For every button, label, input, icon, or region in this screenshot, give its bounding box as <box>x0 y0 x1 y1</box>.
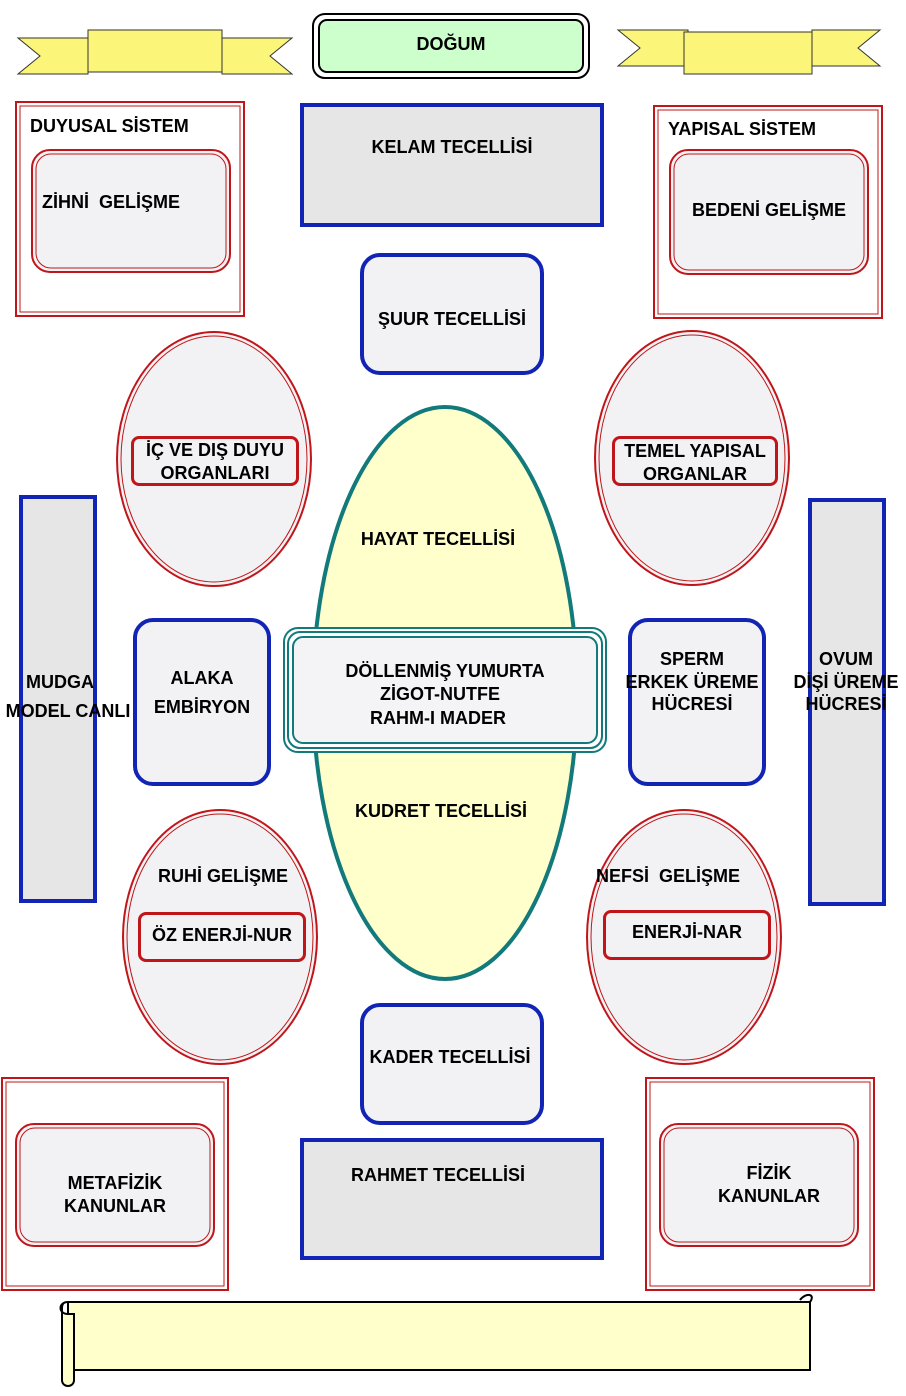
hayat-label: HAYAT TECELLİSİ <box>360 529 516 549</box>
fizik-label: FİZİK KANUNLAR <box>670 1162 868 1207</box>
rahmet-box <box>300 1138 604 1260</box>
ovum-label: OVUM DİŞİ ÜREME HÜCRESİ <box>784 648 906 716</box>
rahmet-label: RAHMET TECELLİSİ <box>351 1165 525 1185</box>
kelam-label: KELAM TECELLİSİ <box>371 137 533 157</box>
suur-label: ŞUUR TECELLİSİ <box>377 309 526 329</box>
nefsi-pill <box>603 910 771 960</box>
mudga-line-2: MODEL CANLI <box>5 700 131 721</box>
kelam-box <box>300 103 604 227</box>
center-line-1: DÖLLENMİŞ YUMURTA <box>345 661 545 681</box>
alaka-label: ALAKA EMBİRYON <box>135 664 269 722</box>
ruhi-inner: ÖZ ENERJİ-NUR <box>151 925 292 945</box>
temel-label: TEMEL YAPISAL ORGANLAR <box>612 440 778 485</box>
zihni-label: ZİHNİ GELİŞME <box>42 192 181 212</box>
ovum-line-2: DİŞİ ÜREME <box>793 671 899 692</box>
center-line-2: ZİGOT-NUTFE <box>380 684 500 705</box>
fizik-line-2: KANUNLAR <box>718 1185 820 1206</box>
ruhi-title: RUHİ GELİŞME <box>157 866 288 886</box>
metafizik-label: METAFİZİK KANUNLAR <box>16 1172 214 1217</box>
suur-box <box>360 253 544 375</box>
center-label: DÖLLENMİŞ YUMURTA ZİGOT-NUTFE RAHM-I MAD… <box>293 660 597 730</box>
mudga-line-1: MUDGA <box>26 672 94 692</box>
alaka-line-2: EMBİRYON <box>153 696 251 717</box>
alaka-line-1: ALAKA <box>170 668 234 688</box>
ovum-rect <box>808 498 886 906</box>
nefsi-inner: ENERJİ-NAR <box>631 922 742 942</box>
metafizik-line-1: METAFİZİK <box>67 1173 163 1193</box>
metafizik-line-2: KANUNLAR <box>64 1195 166 1216</box>
center-line-3: RAHM-I MADER <box>370 707 506 728</box>
bedeni-label: BEDENİ GELİŞME <box>691 200 847 220</box>
mudga-label: MUDGA MODEL CANLI <box>0 668 136 726</box>
kader-box <box>360 1003 544 1125</box>
right-banner <box>616 29 882 75</box>
dogum-label: DOĞUM <box>416 34 486 54</box>
sperm-line-1: SPERM <box>659 649 724 669</box>
duyusal-title: DUYUSAL SİSTEM <box>30 116 189 136</box>
duyu-line-1: İÇ VE DIŞ DUYU <box>145 440 285 460</box>
nefsi-title: NEFSİ GELİŞME <box>596 866 741 886</box>
mudga-rect <box>19 495 97 903</box>
sperm-box <box>628 618 766 786</box>
temel-line-1: TEMEL YAPISAL <box>624 441 766 461</box>
temel-pill <box>612 436 778 486</box>
sperm-label: SPERM ERKEK ÜREME HÜCRESİ <box>620 648 764 716</box>
ovum-line-3: HÜCRESİ <box>805 694 887 714</box>
left-banner <box>16 29 294 75</box>
ruhi-pill <box>138 912 306 962</box>
ovum-line-1: OVUM <box>819 649 873 669</box>
yapisal-title: YAPISAL SİSTEM <box>668 119 817 139</box>
alaka-box <box>133 618 271 786</box>
kudret-label: KUDRET TECELLİSİ <box>354 801 527 821</box>
temel-line-2: ORGANLAR <box>643 463 747 484</box>
sperm-line-2: ERKEK ÜREME <box>625 671 759 692</box>
kader-label: KADER TECELLİSİ <box>369 1047 531 1067</box>
duyu-label: İÇ VE DIŞ DUYU ORGANLARI <box>131 439 299 484</box>
bottom-scroll <box>59 1294 813 1387</box>
sperm-line-3: HÜCRESİ <box>651 694 733 714</box>
duyu-line-2: ORGANLARI <box>160 462 270 483</box>
fizik-line-1: FİZİK <box>746 1163 792 1183</box>
duyu-pill <box>131 436 299 486</box>
